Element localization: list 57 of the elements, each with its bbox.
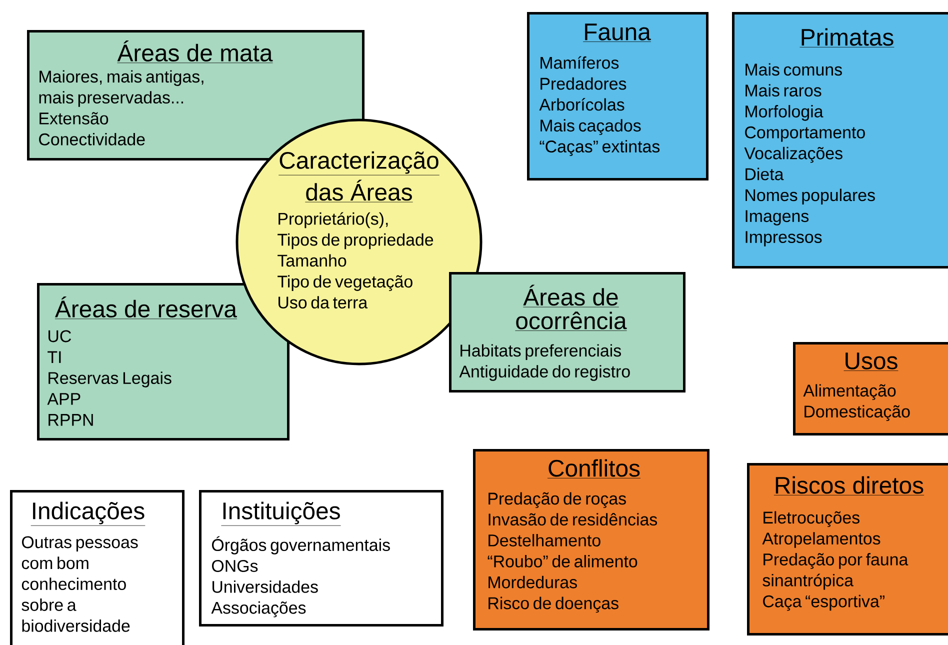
list-item: “Caças” extintas bbox=[540, 140, 660, 156]
box-heading: Áreas de reserva bbox=[54, 296, 238, 320]
list-item: Morfologia bbox=[746, 105, 824, 121]
box-heading: Usos bbox=[844, 352, 898, 371]
box-heading: Indicações bbox=[30, 502, 146, 526]
box-heading: Caracterização das Áreas bbox=[278, 151, 440, 202]
list-item: Associações bbox=[211, 601, 306, 618]
list-item: Alimentação bbox=[803, 384, 896, 400]
list-item: Mais raros bbox=[746, 84, 822, 97]
list-item: Extensão bbox=[40, 112, 108, 124]
list-item: Mais comuns bbox=[746, 63, 842, 76]
list-item: TI bbox=[48, 351, 61, 363]
list-item: Invasão de residências bbox=[488, 513, 658, 526]
list-item: Uso da terra bbox=[278, 296, 368, 309]
box-heading: Conflitos bbox=[547, 459, 641, 478]
list-item: Outras pessoas com bom conhecimento sobre a biodiversidade bbox=[22, 536, 138, 632]
list-item: Tipos de propriedade bbox=[278, 233, 434, 250]
list-item: Comportamento bbox=[745, 126, 865, 142]
list-item: Mordeduras bbox=[488, 576, 577, 588]
list-item: Proprietário(s), bbox=[278, 212, 388, 228]
box-heading: Riscos diretos bbox=[774, 476, 924, 496]
list-item: Mais caçados bbox=[540, 119, 641, 136]
list-item: Maiores, mais antigas, mais preservadas... bbox=[39, 70, 204, 107]
list-item: Risco de doenças bbox=[488, 596, 618, 613]
box-heading: Instituições bbox=[221, 502, 341, 526]
list-item: ONGs bbox=[212, 560, 258, 572]
list-item: Antiguidade do registro bbox=[459, 365, 630, 381]
list-item: APP bbox=[47, 393, 80, 405]
list-item: Habitats preferenciais bbox=[460, 344, 621, 360]
list-item: Predadores bbox=[540, 77, 626, 90]
list-item: Arborícolas bbox=[539, 98, 624, 111]
list-item: Atropelamentos bbox=[762, 532, 880, 548]
box-heading: Primatas bbox=[800, 28, 894, 48]
box-heading: Áreas de mata bbox=[117, 40, 273, 64]
list-item: Vocalizações bbox=[744, 146, 842, 163]
box-heading: Fauna bbox=[582, 24, 652, 42]
list-item: Tipo de vegetação bbox=[278, 275, 412, 292]
list-item: RPPN bbox=[48, 414, 93, 426]
list-item: Mamíferos bbox=[540, 56, 619, 69]
list-item: Conectividade bbox=[39, 132, 145, 146]
list-item: Caça “esportiva” bbox=[763, 594, 884, 611]
list-item: UC bbox=[48, 330, 72, 342]
list-item: Tamanho bbox=[278, 254, 346, 267]
list-item: Impressos bbox=[746, 231, 822, 246]
list-item: Predação por fauna sinantrópica bbox=[762, 553, 908, 590]
list-item: Imagens bbox=[746, 210, 809, 226]
list-item: Domesticação bbox=[804, 405, 910, 421]
list-item: Órgãos governamentais bbox=[212, 536, 390, 554]
list-item: Dieta bbox=[746, 168, 784, 180]
list-item: Destelhamento bbox=[488, 534, 600, 546]
list-item: Nomes populares bbox=[746, 188, 875, 204]
list-item: “Roubo” de alimento bbox=[488, 554, 638, 568]
list-item: Eletrocuções bbox=[764, 511, 860, 528]
list-item: Universidades bbox=[212, 580, 318, 593]
box-heading: Áreas de ocorrência bbox=[514, 284, 628, 331]
list-item: Predação de roças bbox=[488, 492, 626, 508]
list-item: Reservas Legais bbox=[48, 372, 172, 388]
